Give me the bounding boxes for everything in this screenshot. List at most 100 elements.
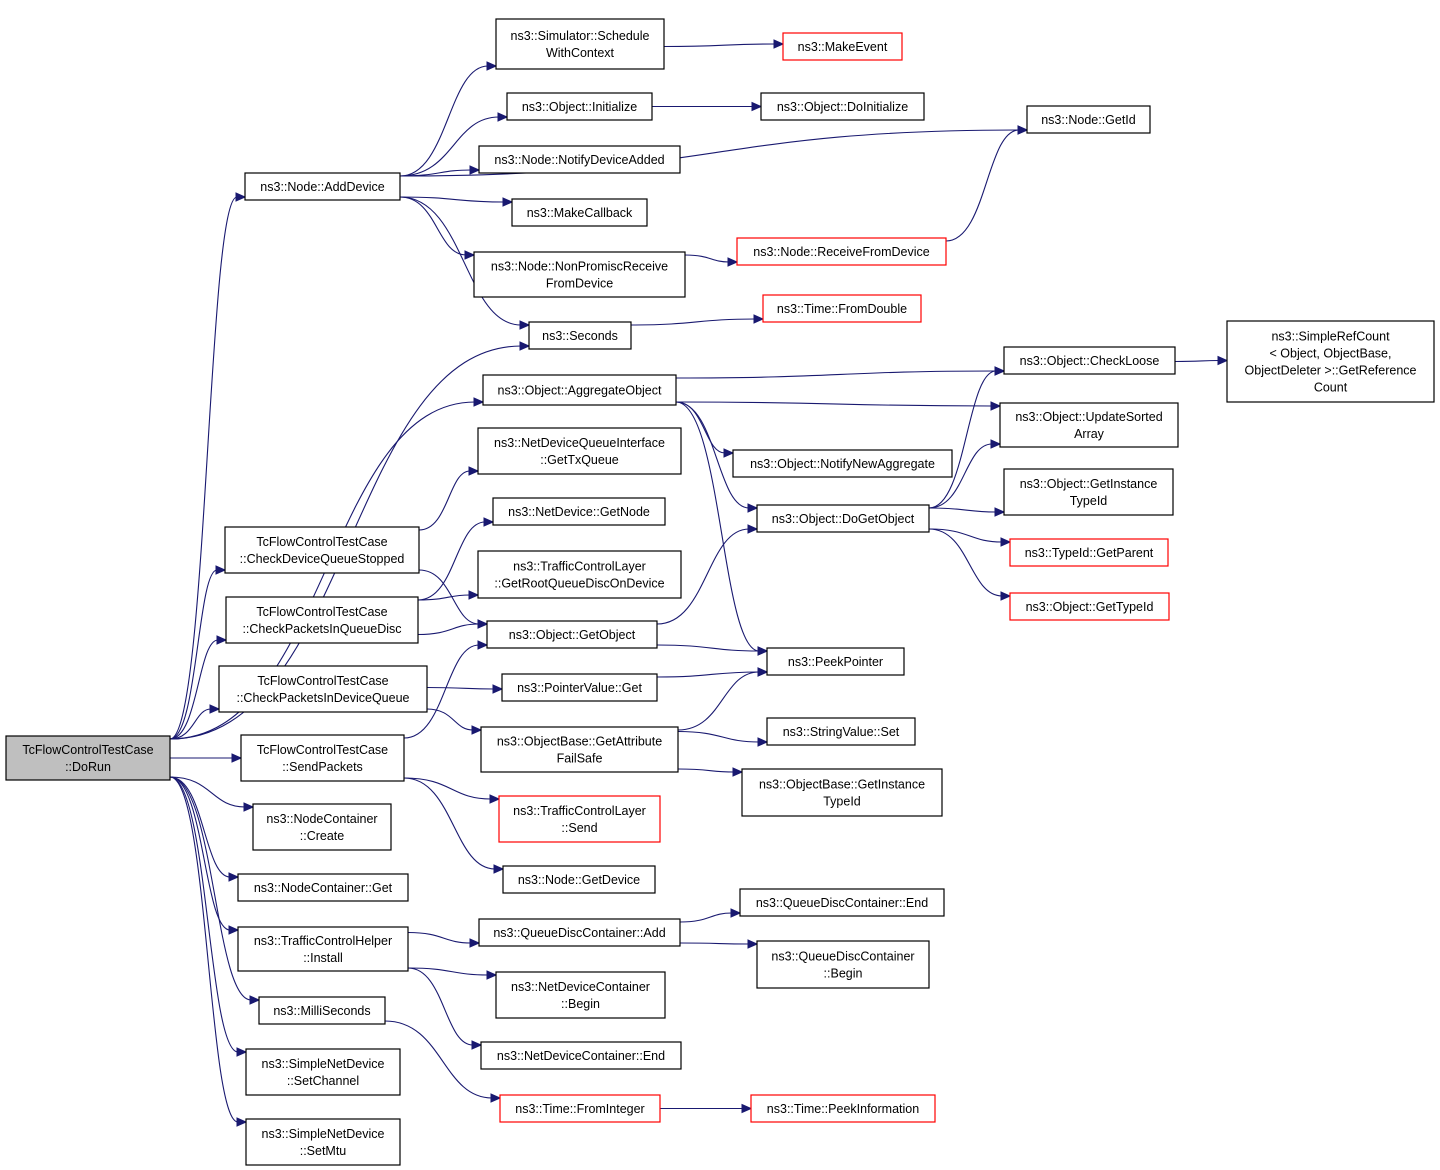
node-notifydev[interactable]: ns3::Node::NotifyDeviceAdded	[478, 145, 681, 174]
node-box	[244, 172, 401, 201]
node-fromdouble[interactable]: ns3::Time::FromDouble	[762, 294, 922, 323]
node-getid[interactable]: ns3::Node::GetId	[1026, 105, 1151, 134]
node-tclsend[interactable]: ns3::TrafficControlLayer::Send	[498, 795, 661, 843]
node-milliseconds[interactable]: ns3::MilliSeconds	[258, 996, 386, 1025]
node-label-line: ns3::NetDeviceContainer::End	[497, 1049, 665, 1063]
edge-dorun-to-tchinstall	[169, 776, 240, 935]
node-box	[732, 449, 953, 478]
node-label-line: TcFlowControlTestCase	[256, 535, 387, 549]
arrowhead	[468, 590, 480, 600]
edge-getobject-to-dogetobj	[656, 524, 759, 625]
node-label-line: ns3::MakeEvent	[798, 40, 888, 54]
edge-dogetobj-to-objgettypeid	[928, 528, 1012, 601]
node-label-line: ns3::StringValue::Set	[783, 725, 900, 739]
node-label-line: WithContext	[546, 46, 615, 60]
node-label-line: Array	[1074, 427, 1105, 441]
arrowhead	[757, 737, 769, 747]
arrowhead	[486, 61, 498, 71]
node-netdevgetnode[interactable]: ns3::NetDevice::GetNode	[492, 497, 666, 526]
arrowhead	[477, 619, 489, 629]
node-makeevent[interactable]: ns3::MakeEvent	[782, 32, 903, 61]
node-box	[218, 665, 428, 713]
node-qdcbegin[interactable]: ns3::QueueDiscContainer::Begin	[756, 940, 930, 989]
node-qdcend[interactable]: ns3::QueueDiscContainer::End	[739, 888, 945, 917]
node-box	[477, 427, 682, 475]
node-getparent[interactable]: ns3::TypeId::GetParent	[1009, 538, 1169, 567]
node-checkloose[interactable]: ns3::Object::CheckLoose	[1003, 346, 1176, 375]
node-box	[506, 92, 653, 121]
node-label-line: ns3::PointerValue::Get	[517, 681, 642, 695]
node-label-line: Count	[1314, 381, 1348, 395]
node-seconds[interactable]: ns3::Seconds	[528, 321, 632, 350]
edge-getattrfs-to-objbaseinsttid	[677, 767, 744, 777]
edge-aggobj-to-updsorted	[675, 401, 1002, 411]
node-objinit[interactable]: ns3::Object::Initialize	[506, 92, 653, 121]
node-peekptr[interactable]: ns3::PeekPointer	[766, 647, 905, 676]
node-tchinstall[interactable]: ns3::TrafficControlHelper::Install	[237, 926, 409, 972]
node-ptrvalget[interactable]: ns3::PointerValue::Get	[501, 673, 658, 702]
arrowhead	[994, 507, 1006, 517]
node-box	[511, 198, 648, 227]
node-box	[760, 92, 925, 121]
node-label-line: ns3::NodeContainer::Get	[254, 881, 393, 895]
node-fromint[interactable]: ns3::Time::FromInteger	[499, 1094, 661, 1123]
node-box	[750, 1094, 936, 1123]
edge-dorun-to-checkpktsqd	[169, 635, 228, 740]
node-dogetobj[interactable]: ns3::Object::DoGetObject	[756, 504, 930, 533]
node-ndcend[interactable]: ns3::NetDeviceContainer::End	[480, 1041, 682, 1070]
arrowhead	[477, 640, 489, 650]
node-checkpktsdq[interactable]: TcFlowControlTestCase::CheckPacketsInDev…	[218, 665, 428, 713]
arrowhead	[747, 939, 759, 949]
node-box	[736, 237, 947, 266]
node-setchannel[interactable]: ns3::SimpleNetDevice::SetChannel	[245, 1048, 401, 1096]
node-notifynewagg[interactable]: ns3::Object::NotifyNewAggregate	[732, 449, 953, 478]
node-label-line: ns3::Node::GetId	[1041, 113, 1136, 127]
arrowhead	[751, 101, 763, 112]
arrowhead	[231, 753, 243, 763]
node-ncget[interactable]: ns3::NodeContainer::Get	[237, 873, 409, 902]
node-gettxqueue[interactable]: ns3::NetDeviceQueueInterface::GetTxQueue	[477, 427, 682, 475]
node-objdoinit[interactable]: ns3::Object::DoInitialize	[760, 92, 925, 121]
node-simplerefcount[interactable]: ns3::SimpleRefCount< Object, ObjectBase,…	[1226, 320, 1435, 403]
node-box	[1009, 538, 1169, 567]
node-checkdevqstop[interactable]: TcFlowControlTestCase::CheckDeviceQueueS…	[224, 526, 420, 574]
node-label-line: ns3::SimpleNetDevice	[262, 1127, 385, 1141]
node-label-line: ns3::Seconds	[542, 329, 618, 343]
node-makecb[interactable]: ns3::MakeCallback	[511, 198, 648, 227]
node-box	[492, 497, 666, 526]
edge-objinit-to-objdoinit	[652, 101, 763, 112]
node-adddevice[interactable]: ns3::Node::AddDevice	[244, 172, 401, 201]
node-recvfromdev[interactable]: ns3::Node::ReceiveFromDevice	[736, 237, 947, 266]
node-label-line: ::CheckPacketsInDeviceQueue	[236, 691, 409, 705]
node-label-line: ns3::ObjectBase::GetInstance	[759, 778, 925, 792]
node-peekinfo[interactable]: ns3::Time::PeekInformation	[750, 1094, 936, 1123]
node-label-line: ::Create	[300, 829, 345, 843]
node-label-line: TcFlowControlTestCase	[256, 605, 387, 619]
node-nodegetdev[interactable]: ns3::Node::GetDevice	[502, 865, 656, 894]
node-getrootqd[interactable]: ns3::TrafficControlLayer::GetRootQueueDi…	[477, 550, 682, 599]
nodes-layer: TcFlowControlTestCase::DoRun ns3::Node::A…	[5, 18, 1435, 1166]
node-dorun[interactable]: TcFlowControlTestCase::DoRun	[5, 735, 171, 781]
node-getobject[interactable]: ns3::Object::GetObject	[486, 620, 658, 649]
node-qdcadd[interactable]: ns3::QueueDiscContainer::Add	[478, 918, 681, 947]
node-aggobj[interactable]: ns3::Object::AggregateObject	[482, 374, 677, 406]
edge-dogetobj-to-getparent	[928, 528, 1012, 547]
node-box	[495, 18, 665, 70]
node-objgettypeid[interactable]: ns3::Object::GetTypeId	[1009, 592, 1170, 621]
node-ndcbegin[interactable]: ns3::NetDeviceContainer::Begin	[495, 971, 666, 1019]
node-strvalset[interactable]: ns3::StringValue::Set	[766, 717, 916, 746]
node-label-line: FailSafe	[557, 752, 603, 766]
node-setmtu[interactable]: ns3::SimpleNetDevice::SetMtu	[245, 1118, 401, 1166]
node-sendpackets[interactable]: TcFlowControlTestCase::SendPackets	[240, 734, 405, 782]
node-box	[245, 1048, 401, 1096]
node-nccreate[interactable]: ns3::NodeContainer::Create	[252, 803, 392, 851]
node-box	[237, 926, 409, 972]
node-checkpktsqd[interactable]: TcFlowControlTestCase::CheckPacketsInQue…	[225, 596, 419, 644]
edge-adddevice-to-schedwc	[399, 61, 498, 177]
